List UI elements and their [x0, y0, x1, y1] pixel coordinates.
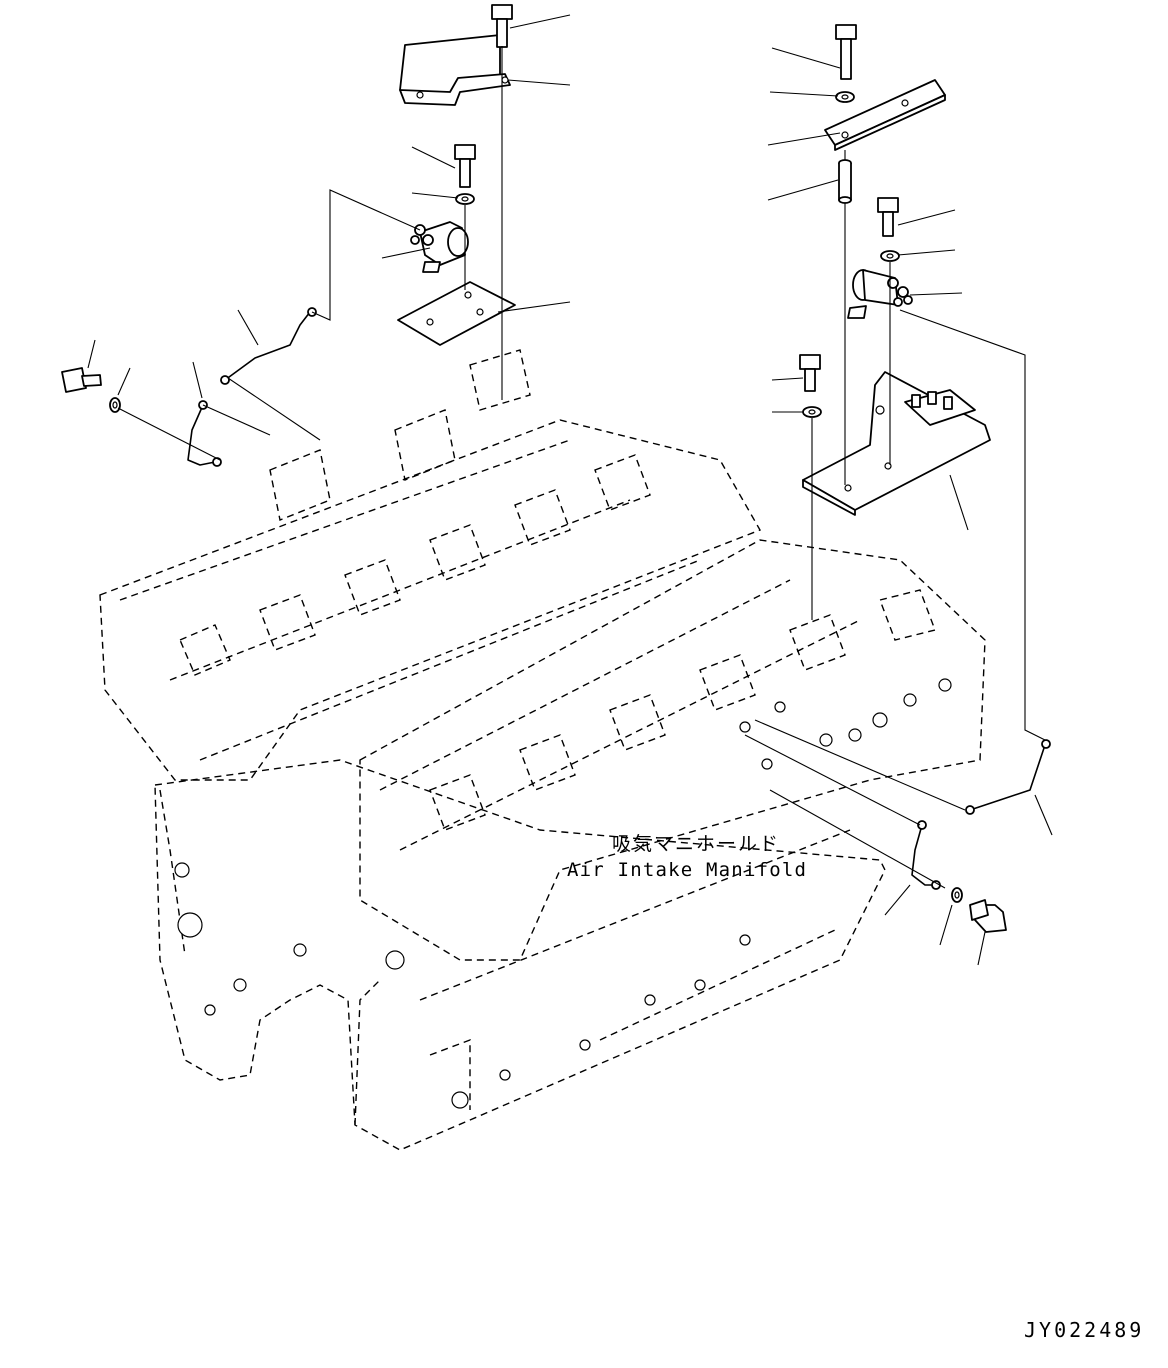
manifold-label-japanese: 吸気マニホールド — [612, 833, 781, 855]
bolt-bottom-right — [969, 899, 1007, 933]
spacer-right — [838, 159, 852, 204]
cylinder-head-bank-left — [99, 349, 762, 781]
harness-right — [965, 739, 1051, 815]
engine-block-outline — [154, 759, 886, 1151]
leader-lines — [87, 14, 1053, 966]
manifold-label-english: Air Intake Manifold — [567, 859, 808, 881]
bracket-left — [399, 34, 511, 106]
relay-right — [847, 269, 913, 319]
washer-relay-left — [455, 193, 475, 205]
washer-top-right — [835, 91, 855, 103]
plate-top-right — [824, 79, 946, 151]
harness-bottom — [911, 820, 941, 890]
drawing-code: JY022489 — [1024, 1318, 1145, 1342]
bolt-top-right — [835, 24, 857, 80]
assembly-lines — [117, 46, 1046, 889]
mounting-plate-left — [397, 281, 516, 346]
bolt-top-left — [491, 4, 513, 48]
washer-bottom-right — [951, 887, 963, 903]
washer-relay-right — [880, 250, 900, 262]
washer-bracket-right — [802, 406, 822, 418]
bolt-left — [61, 367, 102, 393]
bolt-relay-left — [454, 144, 476, 188]
relay-left — [410, 221, 469, 273]
washer-left — [109, 397, 121, 413]
cylinder-head-bank-right — [359, 539, 986, 961]
bolt-relay-right — [877, 197, 899, 237]
bracket-right — [802, 371, 991, 516]
bolt-bracket-right — [799, 354, 821, 392]
harness-top-left — [220, 307, 317, 385]
